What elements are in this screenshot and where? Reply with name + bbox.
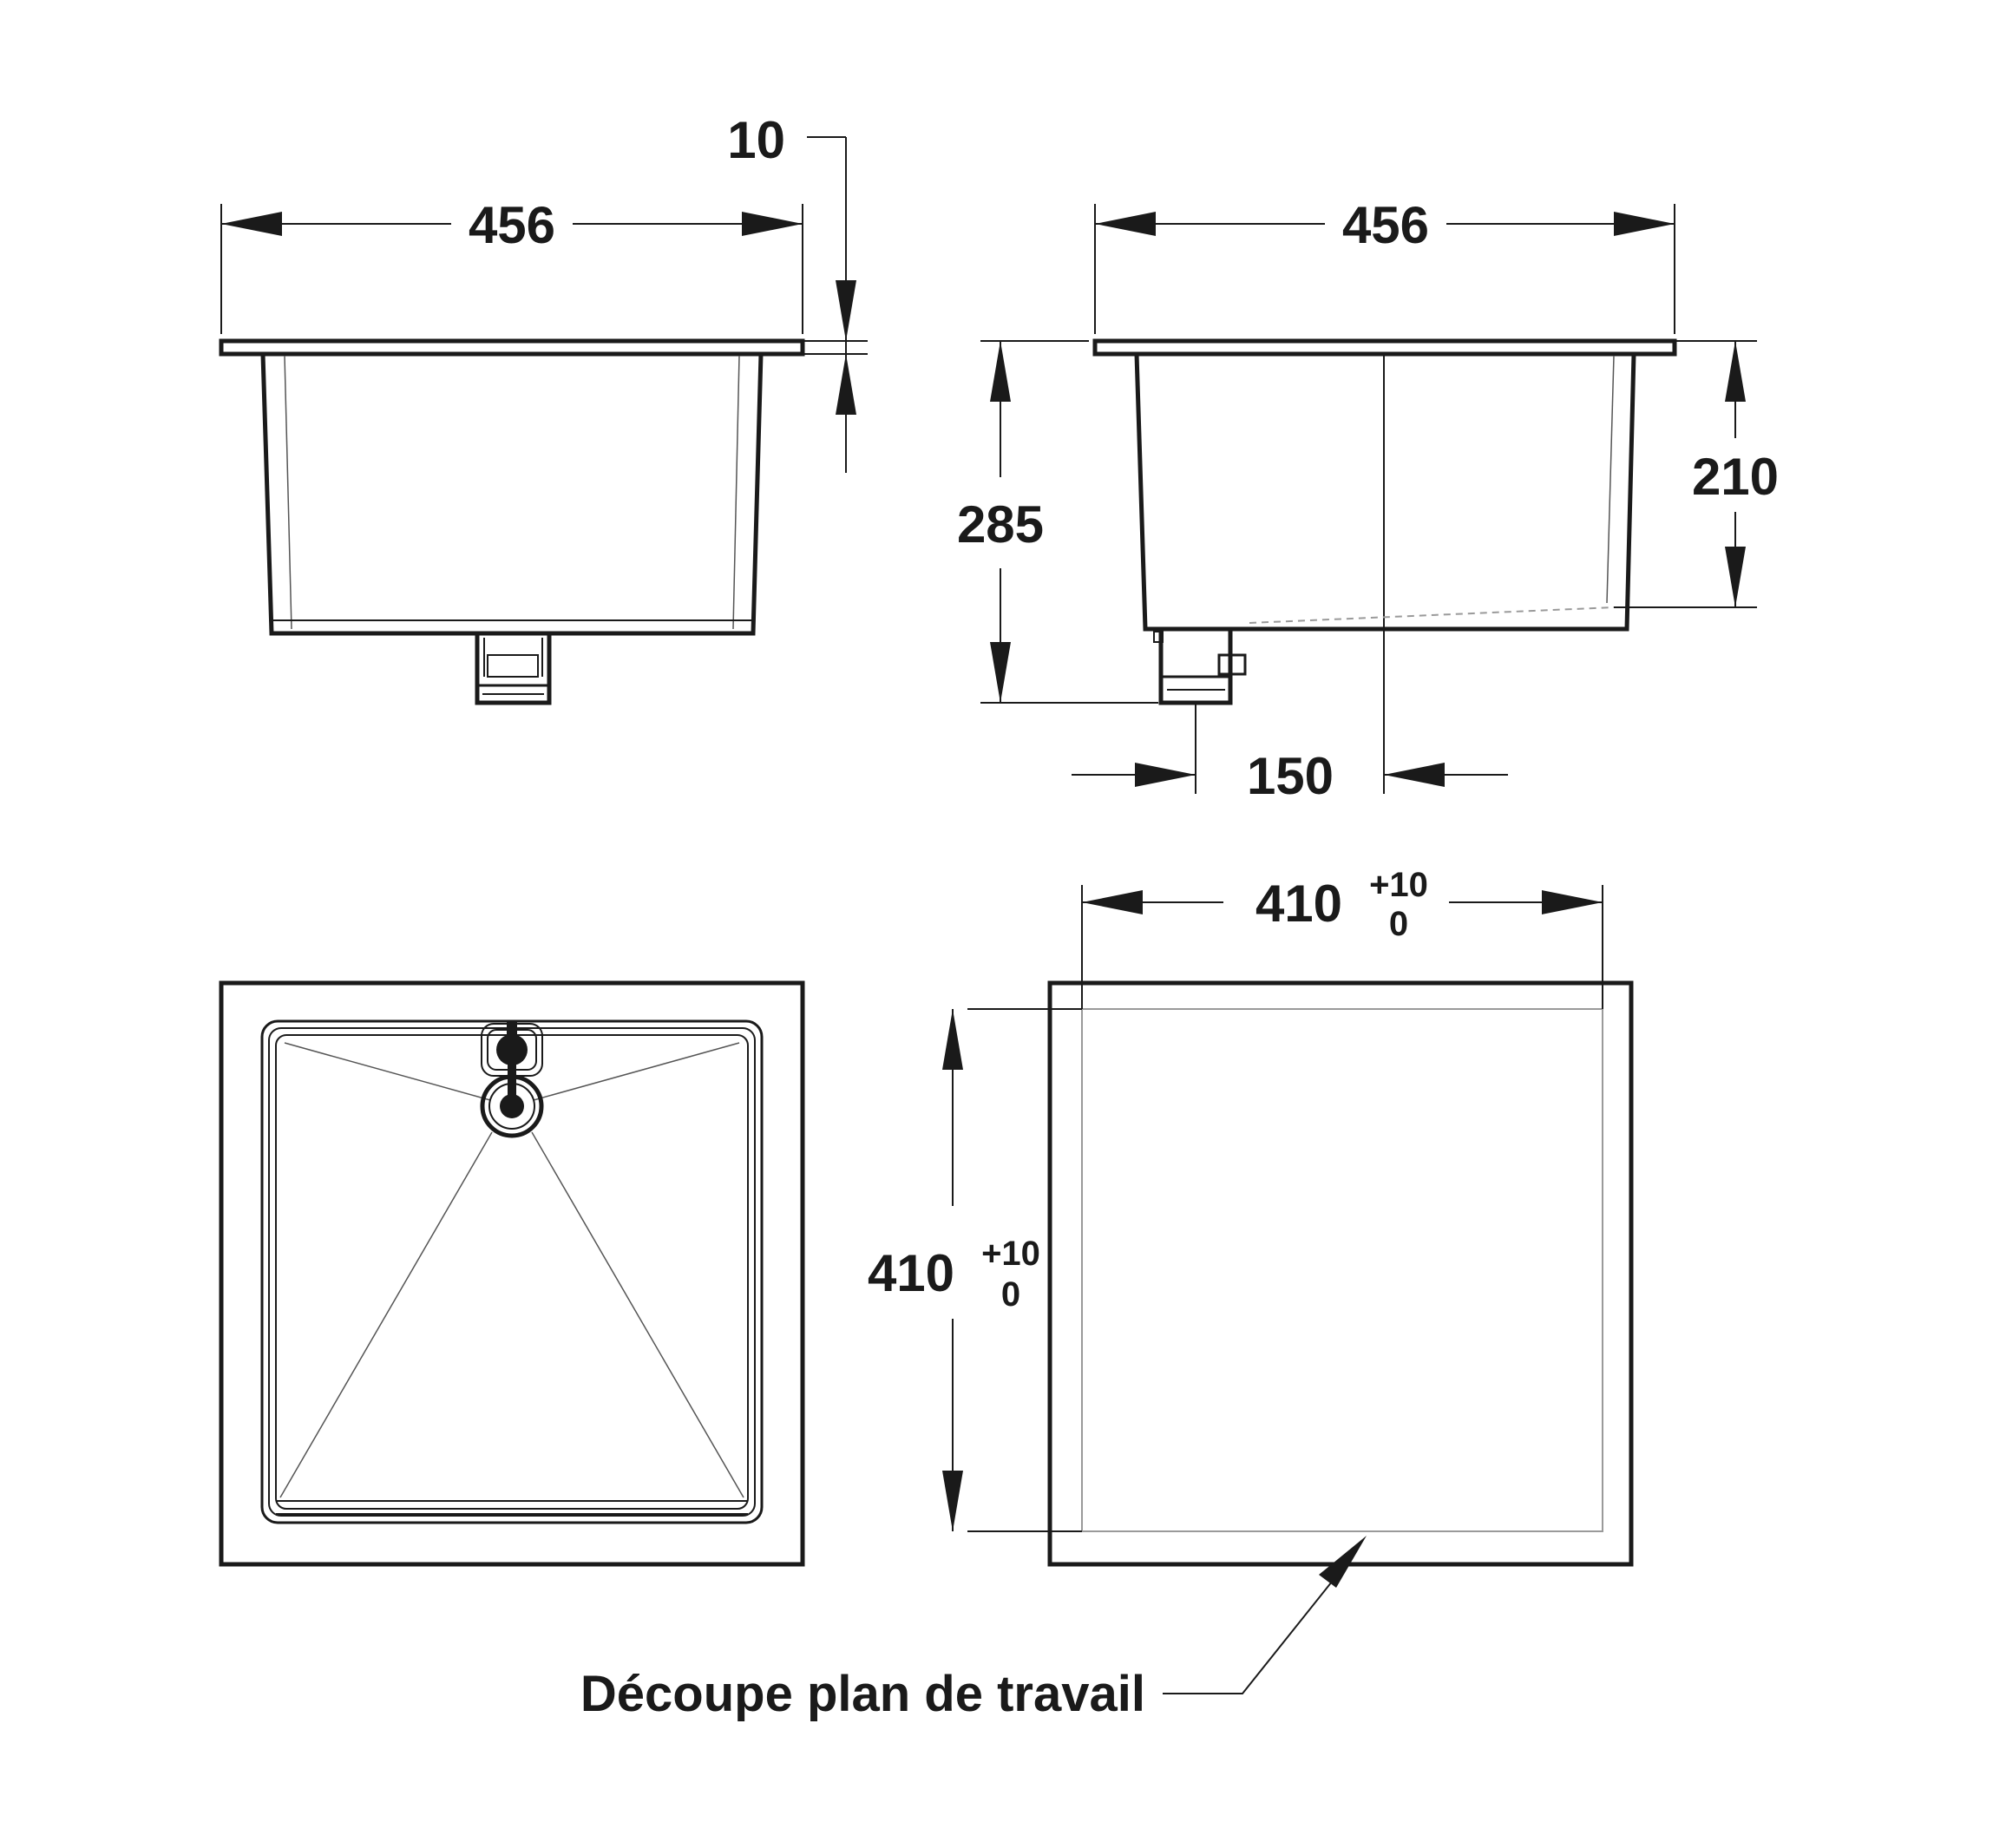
caption: Découpe plan de travail xyxy=(580,1666,1145,1722)
dim-drain-offset: 150 xyxy=(1072,704,1508,805)
overflow-icon xyxy=(481,1022,543,1102)
cutout-view xyxy=(1047,980,1634,1567)
dim-bowl-depth: 210 xyxy=(1614,340,1779,608)
rim-thickness-label: 10 xyxy=(727,111,785,169)
cutout-outline xyxy=(1081,1008,1603,1532)
cutout-outer xyxy=(1047,980,1634,1567)
front-width-label: 456 xyxy=(469,196,555,254)
side-width-label: 456 xyxy=(1342,196,1429,254)
dim-cutout-height: 410 +10 0 xyxy=(868,1008,1082,1532)
dim-front-width: 456 xyxy=(220,196,803,334)
dim-total-height: 285 xyxy=(957,340,1158,704)
side-view xyxy=(1092,338,1677,794)
total-height-label: 285 xyxy=(957,495,1044,554)
cutout-height-tol-upper: +10 xyxy=(981,1235,1040,1273)
cutout-width-label: 410 xyxy=(1255,875,1342,933)
front-view xyxy=(219,338,805,705)
top-view xyxy=(219,980,805,1567)
top-view-outer xyxy=(219,980,805,1567)
front-bowl xyxy=(260,353,764,636)
bowl-depth-label: 210 xyxy=(1692,448,1779,506)
side-drain xyxy=(1153,629,1247,705)
cutout-width-tol-lower: 0 xyxy=(1389,905,1408,943)
side-bowl xyxy=(1134,353,1636,632)
cutout-width-tol-upper: +10 xyxy=(1369,866,1428,904)
dim-side-width: 456 xyxy=(1094,196,1675,334)
drain-hole-icon xyxy=(480,1074,544,1138)
caption-leader xyxy=(1163,1536,1367,1694)
dim-rim-thickness: 10 xyxy=(727,111,868,473)
cutout-height-tol-lower: 0 xyxy=(1001,1275,1020,1314)
front-rim xyxy=(219,338,805,357)
side-rim xyxy=(1092,338,1677,357)
cutout-height-label: 410 xyxy=(868,1244,954,1302)
drain-offset-label: 150 xyxy=(1247,747,1334,805)
dim-cutout-width: 410 +10 0 xyxy=(1081,866,1603,1009)
top-view-slopes xyxy=(279,1042,744,1498)
front-drain xyxy=(475,633,552,705)
